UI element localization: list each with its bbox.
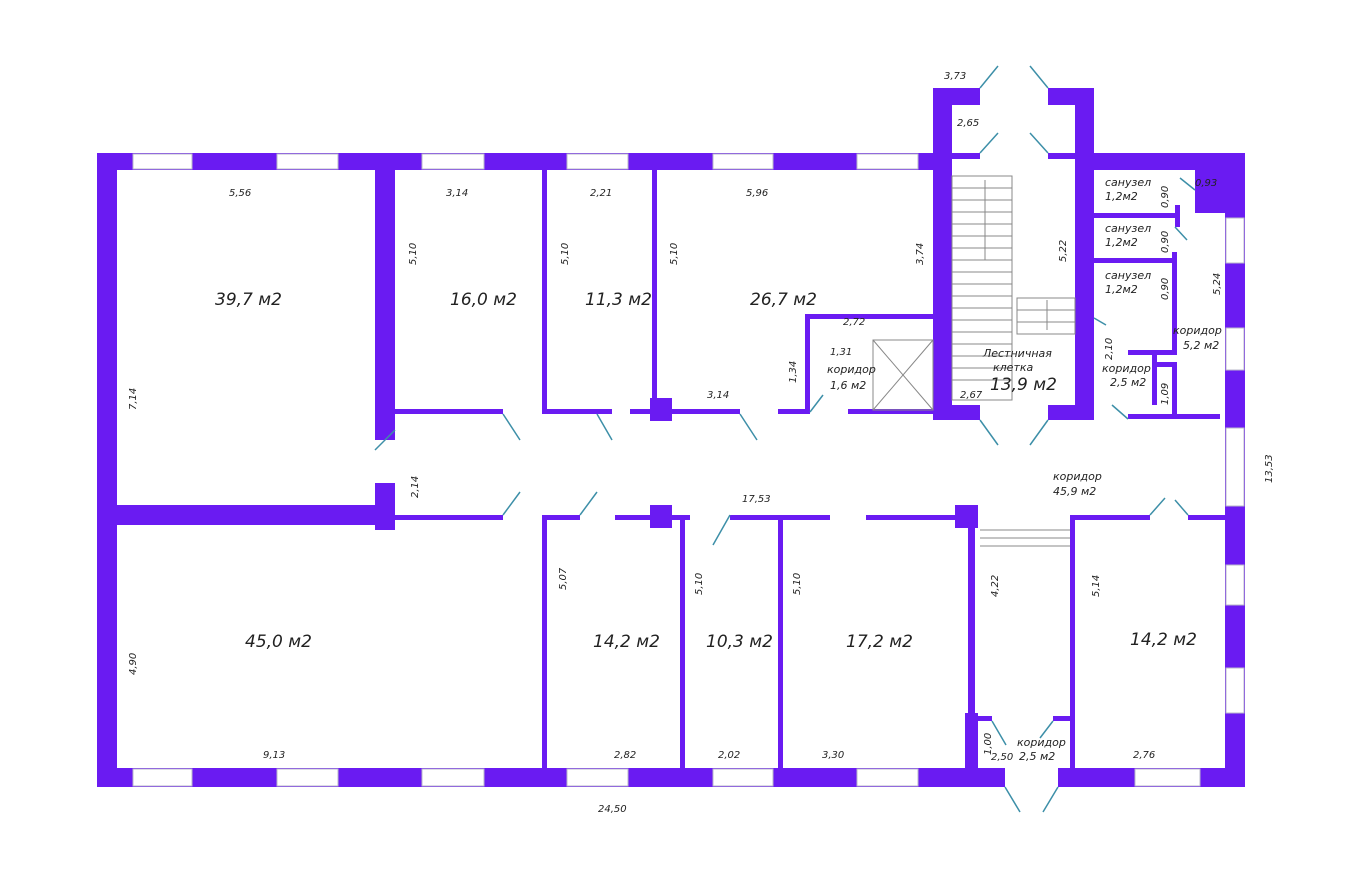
- doors: [374, 65, 1196, 813]
- room-labels: 39,7 м2 16,0 м2 11,3 м2 26,7 м2 45,0 м2 …: [215, 176, 1222, 763]
- dimension: 3,73: [944, 71, 966, 82]
- corridor-label: коридор: [1053, 470, 1102, 483]
- stairwell-walls: [933, 88, 1094, 420]
- room-area: 45,0 м2: [245, 632, 312, 652]
- dimension: 0,93: [1195, 178, 1217, 189]
- dimension: 5,10: [694, 573, 705, 595]
- dimension: 2,76: [1133, 750, 1155, 761]
- dimension: 4,22: [990, 575, 1001, 597]
- dimension: 1,00: [983, 733, 994, 755]
- corridor-label: коридор: [827, 363, 876, 376]
- room-area: 14,2 м2: [1130, 630, 1197, 650]
- interior-walls: [117, 170, 1225, 768]
- dimension: 2,65: [957, 118, 979, 129]
- stair-label: Лестничная: [982, 347, 1052, 360]
- dimension: 3,74: [915, 243, 926, 265]
- dimension: 2,02: [718, 750, 740, 761]
- room-area: 14,2 м2: [593, 632, 660, 652]
- dimension: 2,10: [1104, 338, 1115, 360]
- corridor-area: 2,5 м2: [1110, 376, 1146, 389]
- elevator-shaft: [872, 339, 934, 411]
- room-area: 11,3 м2: [585, 290, 652, 310]
- dimension: 1,34: [788, 361, 799, 383]
- dimension: 5,14: [1091, 575, 1102, 597]
- dimension: 5,24: [1212, 273, 1223, 295]
- dimension: 3,30: [822, 750, 844, 761]
- room-area: 10,3 м2: [706, 632, 773, 652]
- dimension: 1,31: [830, 347, 852, 358]
- dimension: 2,82: [614, 750, 636, 761]
- dimension: 5,10: [408, 243, 419, 265]
- dimension: 7,14: [128, 388, 139, 410]
- room-area: 16,0 м2: [450, 290, 517, 310]
- dimension: 2,67: [960, 390, 983, 401]
- dimension: 5,10: [669, 243, 680, 265]
- dimension: 2,50: [991, 752, 1013, 763]
- dimension: 2,72: [843, 317, 865, 328]
- dimension: 5,22: [1058, 240, 1069, 262]
- dimension: 3,14: [446, 188, 468, 199]
- dimension: 3,14: [707, 390, 729, 401]
- dimension: 5,56: [229, 188, 251, 199]
- dimension: 13,53: [1264, 454, 1275, 483]
- corridor-label: коридор: [1173, 324, 1222, 337]
- dimension: 9,13: [263, 750, 285, 761]
- dimension: 2,21: [590, 188, 612, 199]
- wc-label: санузел: [1105, 222, 1151, 235]
- corridor-area: 5,2 м2: [1183, 339, 1219, 352]
- corridor-area: 2,5 м2: [1019, 750, 1055, 763]
- wc-area: 1,2м2: [1105, 190, 1138, 203]
- corridor-label: коридор: [1102, 362, 1151, 375]
- room-area: 26,7 м2: [750, 290, 817, 310]
- dimension: 5,07: [558, 567, 569, 590]
- dimension: 1,09: [1160, 383, 1171, 405]
- wc-label: санузел: [1105, 176, 1151, 189]
- dimension: 0,90: [1160, 231, 1171, 253]
- windows: [132, 153, 1245, 787]
- wc-area: 1,2м2: [1105, 236, 1138, 249]
- dimension: 17,53: [742, 494, 771, 505]
- corridor-label: коридор: [1017, 736, 1066, 749]
- dimension: 0,90: [1160, 278, 1171, 300]
- corridor-area: 1,6 м2: [830, 379, 866, 392]
- dimension: 5,96: [746, 188, 768, 199]
- dimension: 5,10: [792, 573, 803, 595]
- corridor-area: 45,9 м2: [1053, 485, 1096, 498]
- dimension: 4,90: [128, 653, 139, 675]
- room-area: 39,7 м2: [215, 290, 282, 310]
- dimension: 5,10: [560, 243, 571, 265]
- stair-label: клетка: [993, 361, 1033, 374]
- wc-area: 1,2м2: [1105, 283, 1138, 296]
- dimension-labels: 3,73 2,65 5,56 3,14 2,21 5,96 0,93 0,90 …: [128, 71, 1275, 815]
- dimension: 0,90: [1160, 186, 1171, 208]
- wc-label: санузел: [1105, 269, 1151, 282]
- dimension: 24,50: [598, 804, 627, 815]
- dimension: 2,14: [410, 476, 421, 498]
- stair-area: 13,9 м2: [990, 375, 1057, 395]
- room-area: 17,2 м2: [846, 632, 913, 652]
- stairs: [951, 175, 1076, 547]
